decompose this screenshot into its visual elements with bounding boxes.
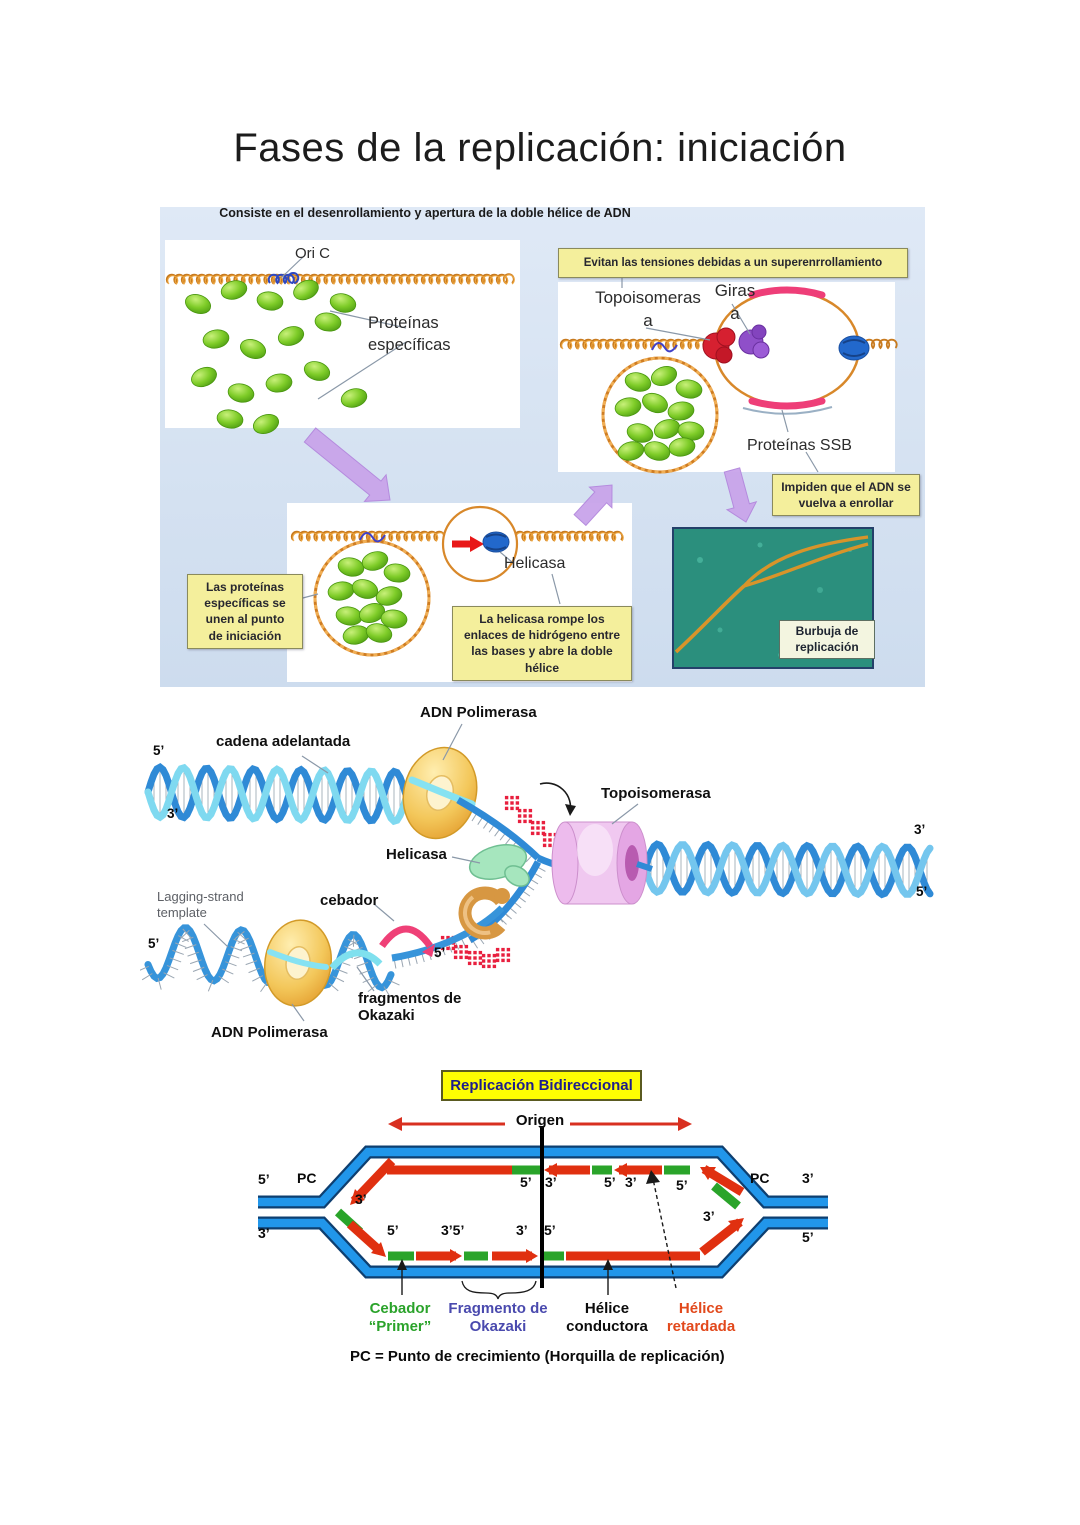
initiation-diagram	[165, 240, 898, 682]
replication-bubble	[702, 286, 870, 415]
annotation-arrows	[397, 1170, 677, 1300]
proteinas-ssb-label: Proteínas SSB	[747, 437, 852, 454]
replication-fork-diagram	[140, 723, 934, 1022]
leading-template-strand	[456, 796, 541, 861]
cebador-label: cebador	[320, 892, 379, 909]
gyrase-blob	[738, 324, 770, 359]
prime-end-label: 5’	[387, 1222, 399, 1238]
topoisomerasa-fork-label: Topoisomerasa	[601, 785, 711, 802]
oric-mark	[359, 532, 386, 543]
adn-polimerasa-top-label: ADN Polimerasa	[420, 704, 537, 721]
prime-end-label: 3’	[802, 1170, 814, 1186]
prime-end-label: 5’	[604, 1174, 616, 1190]
proteinas-especificas-label: Proteínas específicas	[368, 314, 451, 355]
prime-end-label: 5’	[544, 1222, 556, 1238]
girasa-label: Giras a	[714, 281, 756, 323]
intro-subtitle: Consiste en el desenrollamiento y apertu…	[219, 206, 631, 220]
prime-end-label: 3’	[545, 1174, 557, 1190]
lagging-strand-template-label: Lagging-strand template	[157, 889, 244, 921]
prime-end-label: 3’	[355, 1191, 367, 1207]
cadena-adelantada-label: cadena adelantada	[216, 733, 351, 750]
bidir-title: Replicación Bidireccional	[441, 1070, 642, 1101]
prime-end-label: 3’	[914, 822, 926, 837]
oric-mark	[651, 342, 678, 353]
fork-artwork	[140, 746, 934, 1007]
topoisomerase-blob	[702, 327, 736, 364]
legend-helice-retardada: Hélice retardada	[666, 1300, 736, 1335]
initiation-artwork	[165, 272, 898, 657]
page-title: Fases de la replicación: iniciación	[233, 126, 847, 170]
helicase-blob-closeup	[482, 531, 510, 553]
pc-label: PC	[297, 1170, 317, 1186]
origin-arrows	[388, 1117, 692, 1131]
dna-strand-micrograph	[674, 584, 746, 654]
rotation-arrow	[539, 782, 572, 813]
legend-fragmento-okazaki: Fragmento de Okazaki	[448, 1300, 548, 1335]
helicase-closeup-circle	[441, 505, 519, 583]
prime-end-label: 5’	[153, 743, 165, 758]
prime-end-label: 5’	[676, 1177, 688, 1193]
prime-end-label: 5’	[258, 1171, 270, 1187]
note-tensiones: Evitan las tensiones debidas a un supere…	[558, 248, 908, 278]
pointer-lines	[280, 256, 819, 605]
prime-end-label: 5’	[148, 936, 160, 951]
pc-label: PC	[750, 1170, 770, 1186]
panel-bubble	[558, 282, 895, 472]
adn-polimerasa-bottom-label: ADN Polimerasa	[211, 1024, 328, 1041]
prime-end-label: 3’5’	[441, 1222, 465, 1238]
fragmentos-okazaki-label: fragmentos de Okazaki	[358, 990, 462, 1024]
note-rompe: La helicasa rompe los enlaces de hidróge…	[452, 606, 632, 681]
burbuja-label: Burbuja de replicación	[779, 620, 875, 660]
prime-end-label: 3’	[703, 1208, 715, 1224]
ssb-proteins-top	[748, 286, 826, 299]
note-impiden: Impiden que el ADN se vuelva a enrollar	[772, 474, 920, 517]
primer-strand	[379, 925, 433, 949]
prime-end-label: 5’	[916, 884, 928, 899]
lagging-strand	[391, 905, 505, 962]
note-unen: Las proteínas específicas se unen al pun…	[187, 574, 303, 649]
bidirectional-replication-diagram	[258, 1117, 828, 1300]
helicase-blob	[468, 844, 530, 887]
helicasa-fork-label: Helicasa	[386, 846, 447, 863]
primase-blob	[458, 886, 512, 940]
fork-pointer-lines	[203, 723, 639, 1022]
pc-note: PC = Punto de crecimiento (Horquilla de …	[350, 1348, 725, 1365]
prime-end-label: 5’	[434, 945, 446, 960]
helicasa-label: Helicasa	[504, 555, 566, 572]
ssb-proteins-bottom	[748, 397, 826, 410]
prime-end-label: 3’	[625, 1174, 637, 1190]
legend-cebador: Cebador “Primer”	[368, 1300, 432, 1335]
prime-end-label: 3’	[516, 1222, 528, 1238]
prime-end-label: 5’	[520, 1174, 532, 1190]
primer-arrowhead	[422, 944, 435, 957]
topoisomerasa-label: Topoisomeras a	[595, 288, 701, 330]
topoisomerase-cylinder	[551, 821, 653, 905]
prime-end-label: 3’	[167, 806, 179, 821]
new-strands	[334, 1157, 745, 1263]
ori-c-label: Ori C	[295, 245, 330, 262]
okazaki-fragment	[329, 949, 383, 971]
prime-end-label: 5’	[802, 1229, 814, 1245]
helicase-blob-bubble	[838, 335, 870, 361]
legend-helice-conductora: Hélice conductora	[566, 1300, 648, 1335]
prime-end-label: 3’	[258, 1225, 270, 1241]
origen-label: Origen	[515, 1112, 565, 1129]
